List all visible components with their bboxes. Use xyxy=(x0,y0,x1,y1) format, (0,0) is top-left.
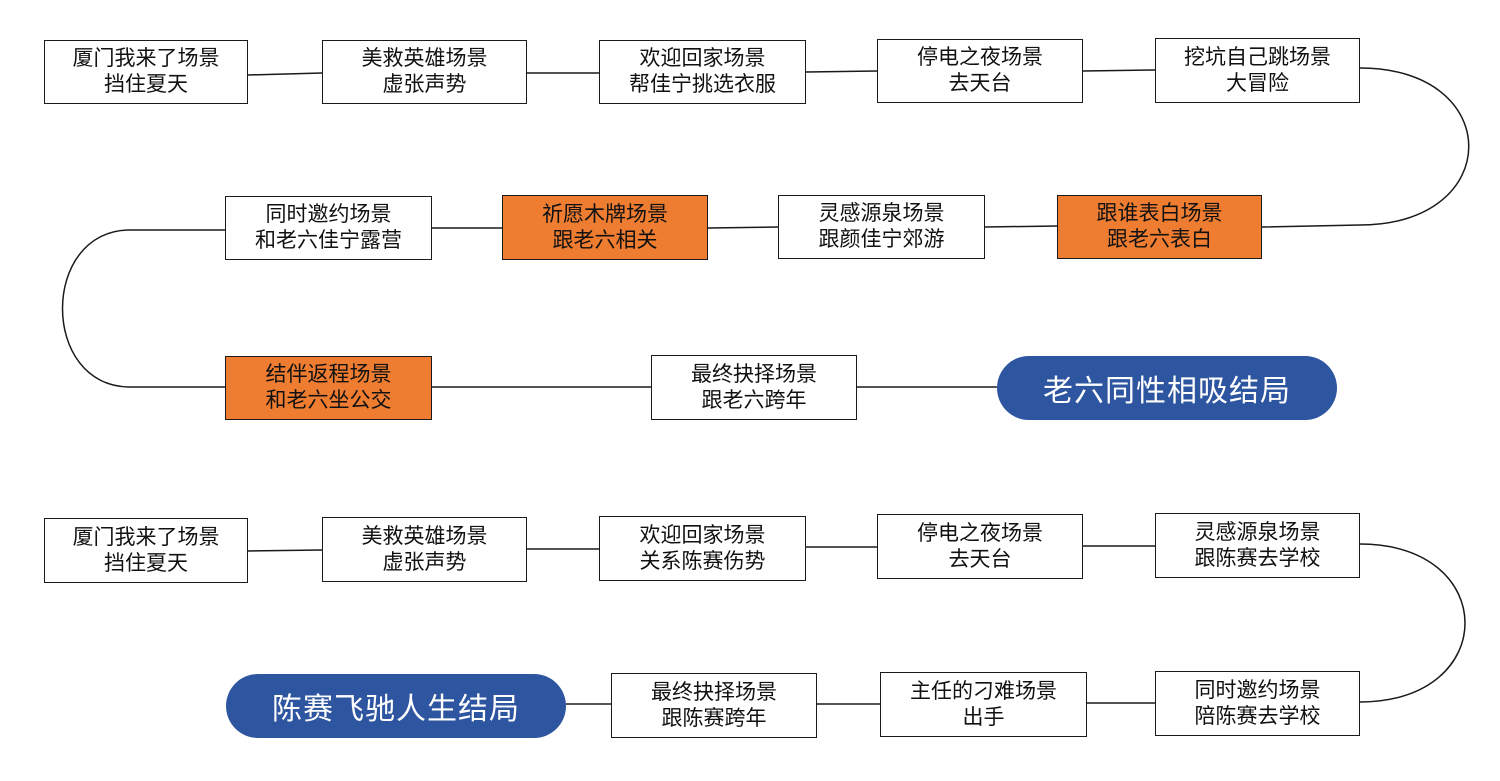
node-line2: 出手 xyxy=(962,705,1005,729)
node-line2: 跟老六跨年 xyxy=(701,388,807,412)
node-line2: 和老六佳宁露营 xyxy=(255,229,402,252)
node-line1: 美救英雄场景 xyxy=(361,47,488,70)
route1-node-7: 灵感源泉场景 跟颜佳宁郊游 xyxy=(778,195,985,259)
node-line2: 挡住夏天 xyxy=(104,73,188,96)
node-line2: 和老六坐公交 xyxy=(265,389,392,412)
node-line1: 灵感源泉场景 xyxy=(818,202,945,225)
route2-node-1: 厦门我来了场景 挡住夏天 xyxy=(44,518,248,583)
node-line2: 帮佳宁挑选衣服 xyxy=(629,73,776,96)
route1-node-11: 最终抉择场景 跟老六跨年 xyxy=(651,355,857,420)
node-line2: 关系陈赛伤势 xyxy=(639,549,766,573)
route1-node-5: 挖坑自己跳场景 大冒险 xyxy=(1155,38,1360,103)
node-line2: 跟颜佳宁郊游 xyxy=(818,228,945,251)
node-line1: 挖坑自己跳场景 xyxy=(1184,45,1331,69)
node-line1: 主任的刁难场景 xyxy=(910,679,1057,703)
ending-label: 陈赛飞驰人生结局 xyxy=(272,693,520,726)
node-line1: 欢迎回家场景 xyxy=(639,47,766,70)
route1-node-2: 美救英雄场景 虚张声势 xyxy=(322,40,527,104)
node-line1: 灵感源泉场景 xyxy=(1194,520,1321,544)
route1-node-10: 结伴返程场景 和老六坐公交 xyxy=(225,356,432,420)
node-line2: 跟老六表白 xyxy=(1107,228,1212,251)
route2-node-8: 最终抉择场景 跟陈赛跨年 xyxy=(611,673,817,738)
node-line2: 挡住夏天 xyxy=(104,551,188,575)
node-line2: 陪陈赛去学校 xyxy=(1194,704,1321,728)
node-line2: 跟陈赛去学校 xyxy=(1194,546,1321,570)
route2-node-5: 灵感源泉场景 跟陈赛去学校 xyxy=(1155,513,1360,578)
route1-node-1: 厦门我来了场景 挡住夏天 xyxy=(44,40,248,104)
route2-node-3: 欢迎回家场景 关系陈赛伤势 xyxy=(599,516,806,581)
node-line1: 停电之夜场景 xyxy=(917,521,1043,545)
node-line1: 跟谁表白场景 xyxy=(1096,202,1223,225)
node-line2: 跟陈赛跨年 xyxy=(661,706,767,730)
node-line1: 祈愿木牌场景 xyxy=(542,202,668,226)
route1-node-4: 停电之夜场景 去天台 xyxy=(877,39,1083,103)
node-line1: 结伴返程场景 xyxy=(265,363,392,386)
route2-node-2: 美救英雄场景 虚张声势 xyxy=(322,517,527,582)
node-line2: 虚张声势 xyxy=(382,73,467,96)
route1-ending: 老六同性相吸结局 xyxy=(997,356,1337,420)
route2-node-4: 停电之夜场景 去天台 xyxy=(877,514,1083,579)
route1-node-9: 同时邀约场景 和老六佳宁露营 xyxy=(225,196,432,260)
node-line1: 同时邀约场景 xyxy=(1194,678,1321,702)
node-line1: 停电之夜场景 xyxy=(917,46,1043,69)
route2-ending: 陈赛飞驰人生结局 xyxy=(226,674,566,738)
node-line2: 大冒险 xyxy=(1226,71,1289,95)
node-line1: 美救英雄场景 xyxy=(361,524,488,548)
route1-node-6: 跟谁表白场景 跟老六表白 xyxy=(1057,195,1262,259)
route1-node-8: 祈愿木牌场景 跟老六相关 xyxy=(502,195,708,260)
node-line1: 厦门我来了场景 xyxy=(72,525,220,549)
node-line1: 欢迎回家场景 xyxy=(639,523,766,547)
node-line1: 同时邀约场景 xyxy=(265,203,392,226)
ending-label: 老六同性相吸结局 xyxy=(1043,375,1291,408)
node-line1: 最终抉择场景 xyxy=(651,680,777,704)
node-line1: 厦门我来了场景 xyxy=(72,47,220,70)
node-line2: 虚张声势 xyxy=(382,550,467,574)
route1-node-3: 欢迎回家场景 帮佳宁挑选衣服 xyxy=(599,40,806,104)
watermark-logo xyxy=(1436,0,1494,14)
node-line1: 最终抉择场景 xyxy=(691,362,817,386)
route2-node-6: 同时邀约场景 陪陈赛去学校 xyxy=(1155,671,1360,736)
node-line2: 去天台 xyxy=(948,547,1012,571)
node-line2: 跟老六相关 xyxy=(552,228,658,252)
route2-node-7: 主任的刁难场景 出手 xyxy=(880,672,1087,737)
node-line2: 去天台 xyxy=(948,72,1012,95)
